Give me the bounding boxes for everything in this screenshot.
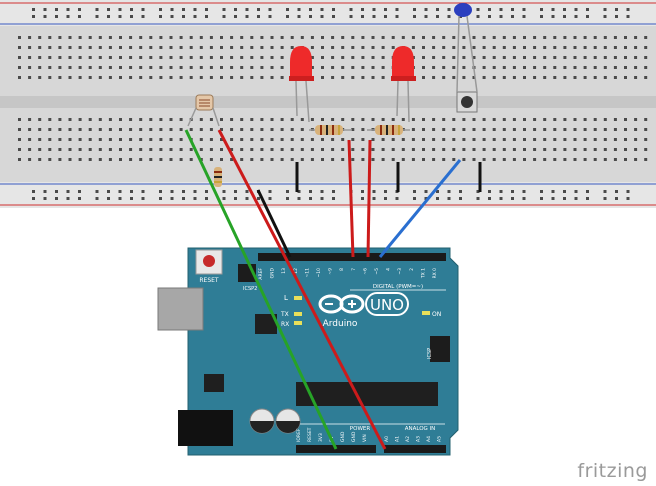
power-analog-pin-label: A2 [405, 436, 411, 442]
rx-label: RX [281, 321, 289, 328]
digital-pin-label: 7 [351, 268, 357, 271]
wire-blue-button [378, 159, 462, 258]
digital-pin-label: RX 0 [432, 268, 438, 279]
resistor-led-1 [309, 125, 352, 135]
digital-pin-label: ~5 [374, 268, 380, 275]
wire-red-led-2 [366, 139, 372, 258]
wire-red-5v [217, 129, 387, 450]
power-jack [178, 410, 233, 446]
ceramic-capacitor [454, 3, 478, 93]
wire-red-led-1 [347, 139, 355, 258]
analog-label: ANALOG IN [405, 426, 436, 432]
pushbutton[interactable] [456, 91, 478, 113]
microcontroller [296, 382, 438, 406]
arduino-logo [318, 294, 365, 314]
digital-pin-label: ~10 [316, 268, 322, 278]
digital-pin-label: 4 [386, 268, 392, 271]
usb-connector [157, 287, 204, 331]
power-analog-pin-label: GND [340, 431, 346, 442]
arduino-uno-board: RESET ICSP2 ICSP L TX RX ON UNO [157, 247, 459, 456]
tx-label: TX [280, 311, 289, 318]
power-analog-pin-label: A4 [426, 436, 432, 442]
breadboard [0, 0, 656, 208]
icsp-label: ICSP [427, 348, 433, 359]
power-analog-pin-label: RESET [307, 427, 313, 442]
led-1 [289, 46, 314, 123]
uno-label: UNO [370, 296, 404, 314]
power-analog-pin-label: VIN [362, 434, 368, 442]
digital-pin-label: ~6 [362, 268, 368, 275]
digital-pin-label: ~11 [304, 268, 310, 278]
digital-pin-label: AREF [258, 268, 264, 280]
power-analog-pin-label: 3V3 [318, 433, 324, 442]
reset-button[interactable] [203, 255, 215, 267]
wire-black-gnd [256, 189, 292, 258]
digital-pin-label: ~3 [397, 268, 403, 275]
power-analog-pin-label: A1 [395, 436, 401, 442]
digital-label: DIGITAL (PWM=~) [373, 284, 423, 290]
power-analog-pin-label: A3 [416, 436, 422, 442]
digital-pin-label: 8 [339, 268, 345, 271]
power-analog-pin-label: GND [351, 431, 357, 442]
resistor-led-2 [367, 125, 410, 135]
power-label: POWER [350, 426, 371, 432]
fritzing-brand: fritzing [577, 460, 648, 482]
digital-pin-label: TX 1 [420, 268, 426, 279]
icsp2-label: ICSP2 [243, 286, 257, 292]
digital-pin-label: GND [270, 267, 276, 278]
usb-chip [255, 314, 277, 334]
arduino-label: Arduino [323, 319, 358, 329]
breadboard-holes [18, 8, 648, 200]
wire-green-ldr-a0 [184, 129, 338, 450]
reset-label: RESET [199, 277, 219, 284]
digital-pin-label: 2 [409, 268, 415, 271]
regulator [204, 374, 224, 392]
icsp-header [430, 336, 450, 362]
on-label: ON [432, 311, 441, 318]
resistor-ldr [214, 167, 222, 187]
analog-header [384, 445, 446, 453]
digital-pin-label: 13 [281, 268, 287, 274]
power-analog-pin-label: IOREF [296, 428, 302, 442]
photoresistor [187, 94, 220, 127]
led-2 [391, 46, 416, 123]
power-analog-pin-label: A5 [437, 436, 443, 442]
power-analog-pin-label: A0 [384, 436, 390, 442]
led-l-label: L [284, 294, 288, 302]
digital-pin-label: 12 [293, 268, 299, 274]
digital-pin-label: ~9 [328, 268, 334, 275]
